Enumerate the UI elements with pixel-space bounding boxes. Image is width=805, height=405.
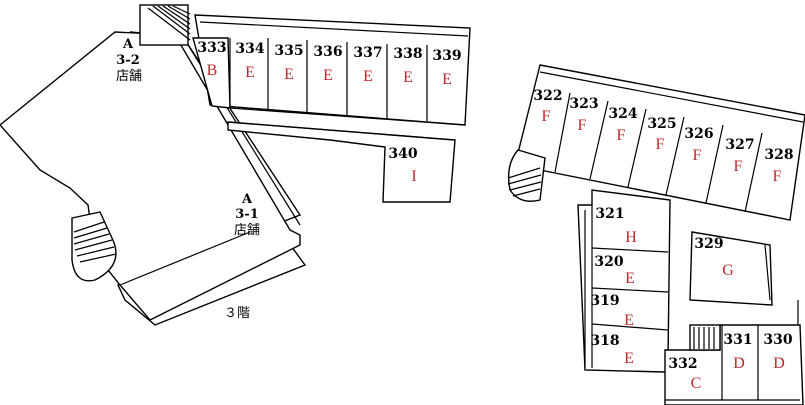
unit-318-type: E bbox=[624, 350, 634, 367]
unit-326-number: 326 bbox=[684, 126, 713, 142]
unit-338-number: 338 bbox=[393, 46, 422, 62]
unit-328-type: F bbox=[773, 168, 782, 185]
unit-325-type: F bbox=[656, 136, 665, 153]
unit-322-number: 322 bbox=[533, 88, 562, 104]
unit-326-type: F bbox=[693, 147, 702, 164]
shop-3-1-block: A bbox=[241, 192, 253, 207]
unit-327-type: F bbox=[734, 158, 743, 175]
unit-340-block bbox=[227, 121, 456, 203]
unit-340-type: I bbox=[411, 168, 416, 185]
unit-335-number: 335 bbox=[274, 43, 303, 59]
unit-333-number: 333 bbox=[197, 40, 226, 56]
unit-324-type: F bbox=[617, 127, 626, 144]
unit-322-type: F bbox=[542, 108, 551, 125]
unit-338-type: E bbox=[403, 69, 413, 86]
unit-324-number: 324 bbox=[608, 106, 637, 122]
unit-336-number: 336 bbox=[313, 44, 342, 60]
unit-340-number: 340 bbox=[388, 146, 417, 162]
unit-320-number: 320 bbox=[594, 254, 623, 270]
unit-334-type: E bbox=[245, 64, 255, 81]
floor-label: ３階 bbox=[224, 306, 250, 321]
unit-323-number: 323 bbox=[569, 96, 598, 112]
unit-330-type: D bbox=[773, 355, 785, 372]
unit-331-type: D bbox=[733, 355, 745, 372]
unit-334-number: 334 bbox=[235, 41, 264, 57]
shop-3-1-label: 店舗 bbox=[234, 223, 260, 238]
units-318-321-block bbox=[577, 189, 671, 373]
unit-336-type: E bbox=[323, 67, 333, 84]
unit-330-number: 330 bbox=[763, 332, 792, 348]
unit-319-type: E bbox=[624, 312, 634, 329]
units-333-339-block bbox=[192, 14, 471, 126]
unit-323-type: F bbox=[578, 117, 587, 134]
unit-339-number: 339 bbox=[432, 48, 461, 64]
shop-3-2-number: 3-2 bbox=[116, 53, 140, 68]
unit-333-type: B bbox=[207, 62, 218, 79]
unit-332-type: C bbox=[691, 375, 702, 392]
unit-329-block bbox=[689, 231, 773, 306]
stairs-right-spiral bbox=[507, 149, 546, 202]
unit-320-type: E bbox=[625, 270, 635, 287]
unit-328-number: 328 bbox=[764, 147, 793, 163]
unit-325-number: 325 bbox=[647, 116, 676, 132]
stairs-top-left bbox=[139, 4, 191, 46]
shop-3-2-label: 店舗 bbox=[116, 69, 142, 84]
unit-339-type: E bbox=[442, 71, 452, 88]
unit-327-number: 327 bbox=[725, 137, 754, 153]
unit-331-number: 331 bbox=[723, 332, 752, 348]
units-322-328-block bbox=[514, 64, 805, 221]
shop-3-2-block: A bbox=[122, 37, 134, 52]
units-330-332-block bbox=[664, 300, 804, 405]
unit-319-number: 319 bbox=[590, 293, 619, 309]
stairs-left-spiral bbox=[71, 211, 117, 282]
unit-337-type: E bbox=[363, 68, 373, 85]
unit-321-number: 321 bbox=[595, 206, 624, 222]
unit-321-type: H bbox=[625, 229, 637, 246]
unit-329-type: G bbox=[722, 262, 734, 279]
unit-332-number: 332 bbox=[668, 356, 697, 372]
unit-337-number: 337 bbox=[353, 45, 382, 61]
shop-3-1-number: 3-1 bbox=[235, 207, 259, 222]
unit-329-number: 329 bbox=[694, 236, 723, 252]
unit-318-number: 318 bbox=[590, 333, 619, 349]
unit-335-type: E bbox=[284, 66, 294, 83]
